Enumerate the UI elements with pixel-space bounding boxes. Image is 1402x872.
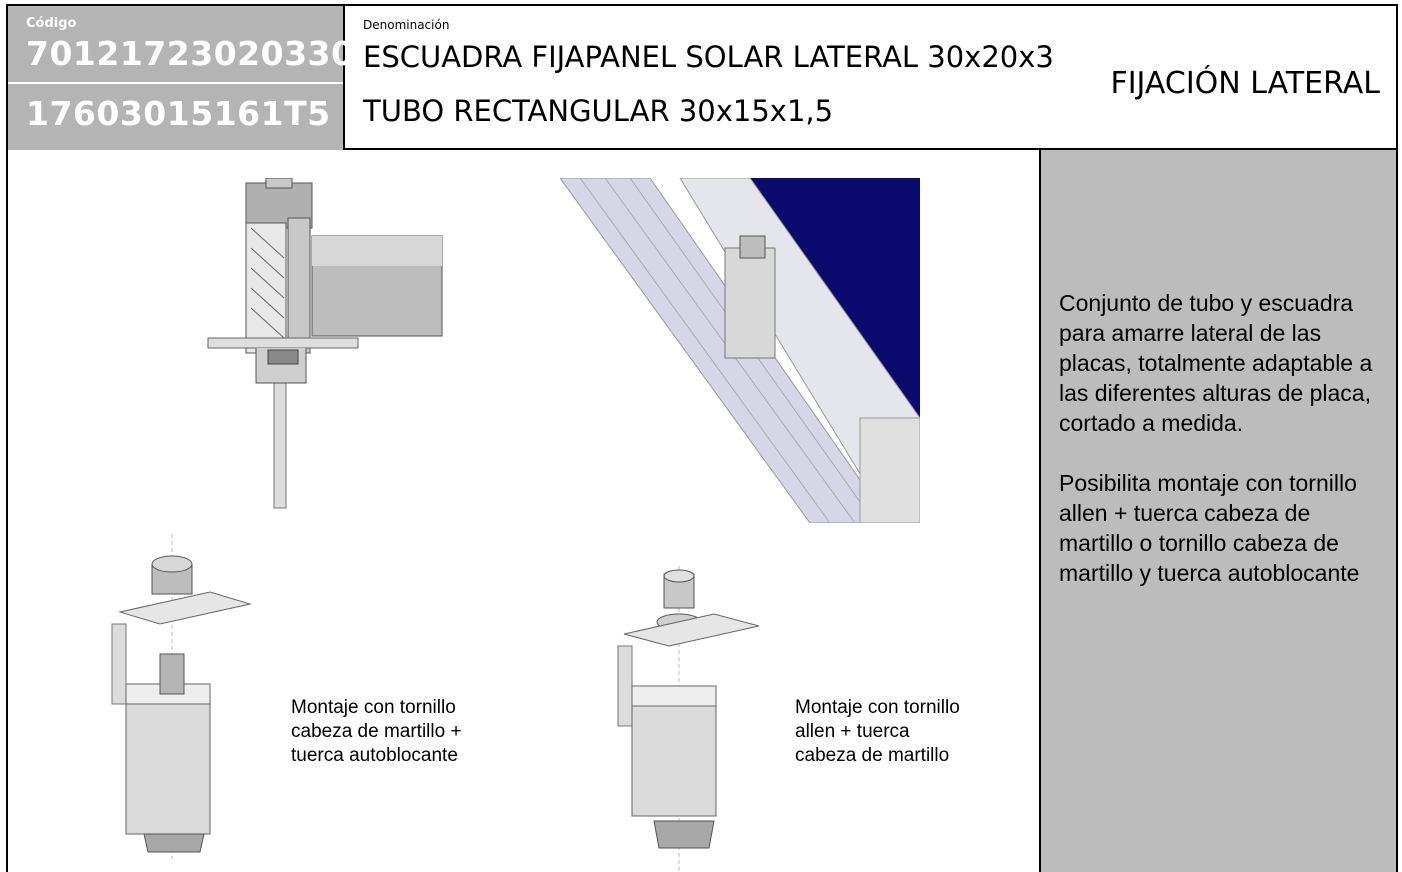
caption-line: Montaje con tornillo	[291, 697, 456, 718]
code-label: Código	[26, 16, 77, 31]
hammer-bolt-assembly-figure	[111, 534, 252, 859]
caption-line: allen + tuerca	[795, 721, 910, 742]
caption-line: cabeza de martillo +	[291, 721, 462, 742]
caption-hammer-bolt: Montaje con tornillo cabeza de martillo …	[291, 696, 462, 768]
section-drawing-figure	[207, 178, 443, 509]
description-paragraph-1: Conjunto de tubo y escuadra para amarre …	[1059, 290, 1373, 436]
caption-line: tuerca autoblocante	[291, 745, 458, 766]
mounting-render-figure	[560, 178, 920, 523]
description-text: Conjunto de tubo y escuadra para amarre …	[1059, 288, 1389, 618]
denomination-label: Denominación	[363, 18, 450, 32]
code-divider	[8, 82, 343, 84]
denomination-panel: Denominación ESCUADRA FIJAPANEL SOLAR LA…	[345, 6, 1396, 150]
description-panel: Conjunto de tubo y escuadra para amarre …	[1039, 150, 1396, 872]
caption-line: cabeza de martillo	[795, 745, 950, 766]
allen-bolt-assembly-figure	[617, 566, 760, 871]
description-paragraph-2: Posibilita montaje con tornillo allen + …	[1059, 470, 1360, 586]
code-main: 70121723020330	[26, 34, 355, 73]
denomination-line-1: ESCUADRA FIJAPANEL SOLAR LATERAL 30x20x3	[363, 40, 1054, 74]
denomination-line-2: TUBO RECTANGULAR 30x15x1,5	[363, 94, 834, 128]
caption-line: Montaje con tornillo	[795, 697, 960, 718]
code-alt: 17603015161T5	[26, 94, 331, 133]
product-sheet: Código 70121723020330 17603015161T5 Deno…	[6, 4, 1398, 872]
code-panel: Código 70121723020330 17603015161T5	[8, 6, 354, 150]
caption-allen-bolt: Montaje con tornillo allen + tuerca cabe…	[795, 696, 960, 768]
category-title: FIJACIÓN LATERAL	[1110, 66, 1380, 101]
